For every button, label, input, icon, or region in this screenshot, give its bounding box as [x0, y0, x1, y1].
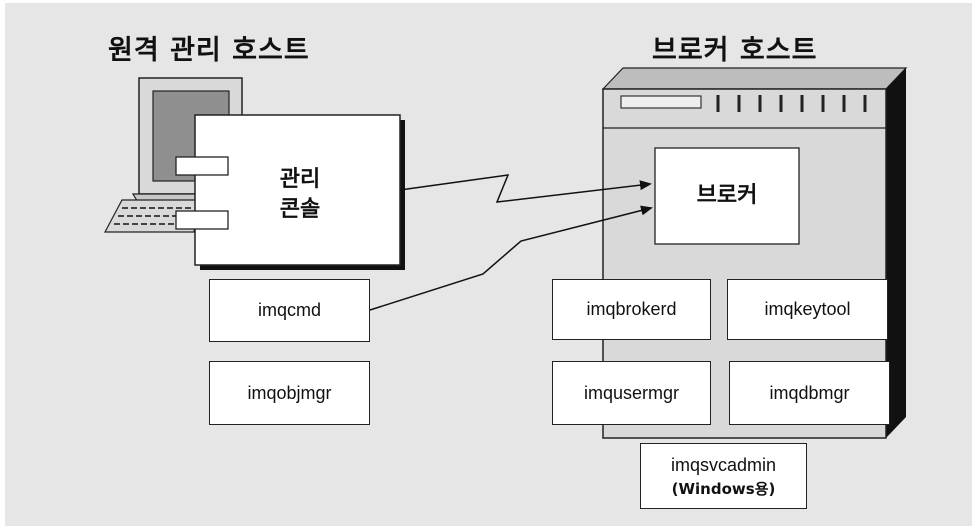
admin-console-label-line1: 관리 [279, 167, 321, 192]
imqobjmgr-box: imqobjmgr [209, 361, 370, 425]
broker-host-title: 브로커 호스트 [652, 35, 818, 66]
drive-slots [716, 95, 867, 112]
admin-console-window [175, 114, 405, 270]
imqcmd-to-broker-connector [369, 205, 653, 311]
imqdbmgr-box: imqdbmgr [729, 361, 890, 425]
admin-console-label-line2: 콘솔 [279, 197, 321, 222]
admin-console-label: 관리 콘솔 [250, 165, 350, 225]
broker-label: 브로커 [696, 183, 758, 208]
imqsvcadmin-label: imqsvcadmin [670, 455, 777, 475]
imqusermgr-box: imqusermgr [552, 361, 711, 425]
imqcmd-box: imqcmd [209, 279, 370, 342]
imqkeytool-box: imqkeytool [727, 279, 888, 340]
imqsvcadmin-note: (Windows용) [671, 480, 776, 498]
console-to-broker-connector [399, 174, 652, 203]
remote-host-title: 원격 관리 호스트 [108, 35, 310, 66]
broker-box [654, 147, 800, 245]
imqsvcadmin-box: imqsvcadmin (Windows용) [640, 443, 807, 509]
imqbrokerd-box: imqbrokerd [552, 279, 711, 340]
